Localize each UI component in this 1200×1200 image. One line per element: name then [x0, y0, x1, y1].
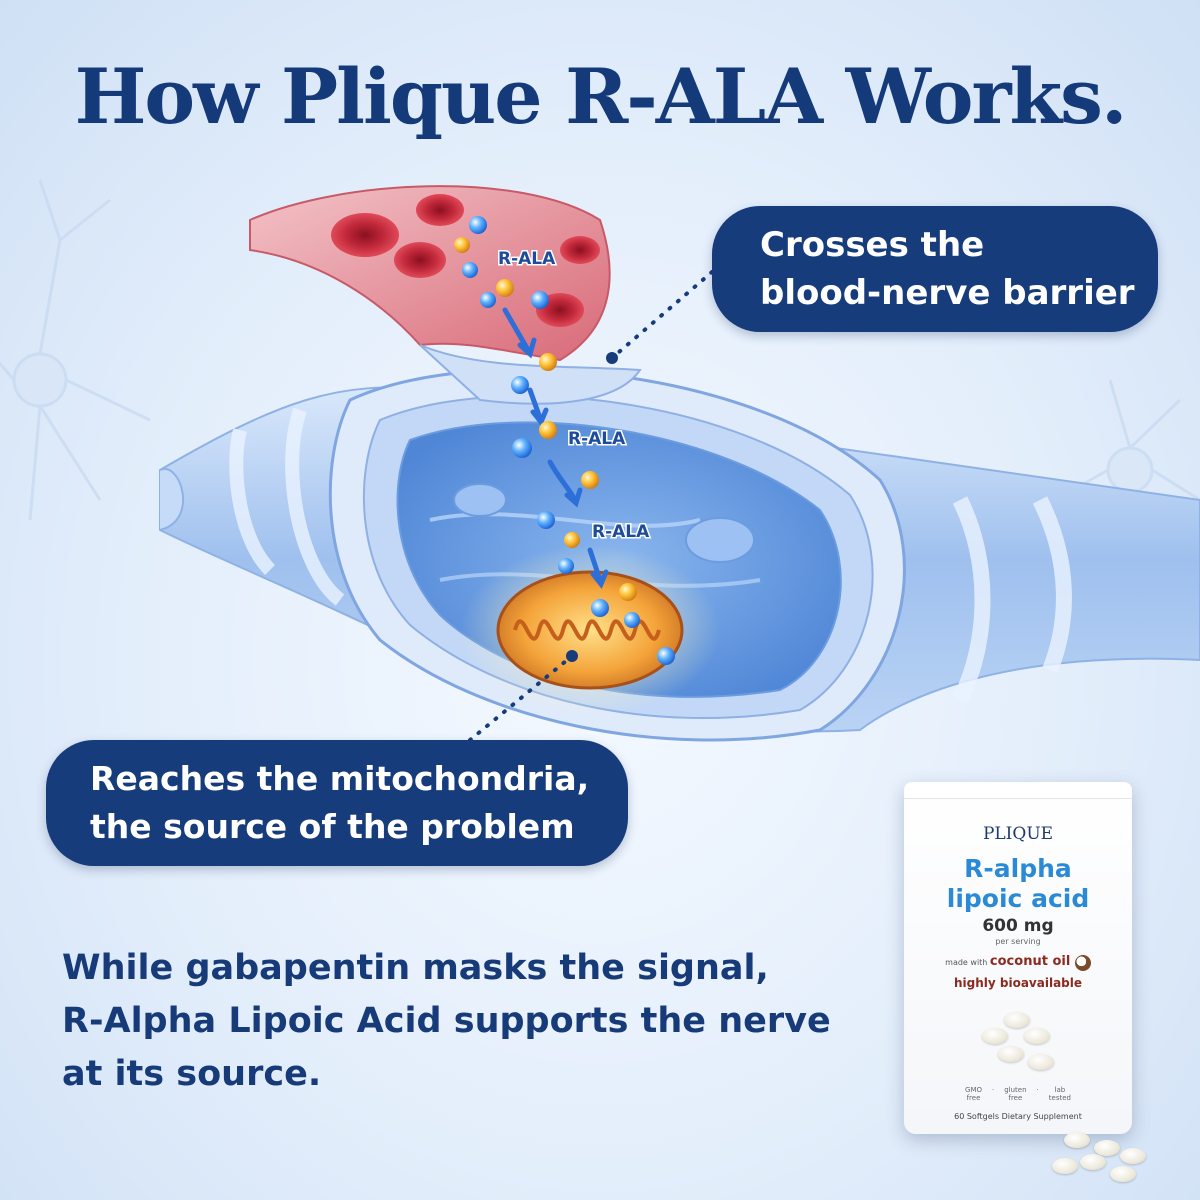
- badge-separator: ·: [992, 1086, 995, 1094]
- molecule-blue: [480, 292, 496, 308]
- pouch-seal: [904, 782, 1132, 799]
- coconut-icon: [1074, 954, 1091, 971]
- molecule-blue: [531, 291, 549, 309]
- product-dose: 600 mg: [982, 916, 1054, 936]
- summary-line: While gabapentin masks the signal,: [62, 948, 769, 988]
- mitochondrion: [460, 545, 720, 715]
- made-with-ingredient: coconut oil: [989, 954, 1071, 969]
- molecule-blue: [558, 558, 574, 574]
- molecule-gold: [496, 279, 514, 297]
- molecule-blue: [591, 599, 609, 617]
- product-name-line: lipoic acid: [946, 884, 1090, 913]
- molecule-blue: [624, 612, 640, 628]
- product-made-with: made with coconut oil: [904, 954, 1132, 971]
- product-pouch: PLIQUE R-alpha lipoic acid 600 mg per se…: [904, 782, 1132, 1134]
- page-title: How Plique R-ALA Works.: [74, 52, 1128, 141]
- callout-mitochondria: Reaches the mitochondria, the source of …: [46, 740, 628, 866]
- molecules: [454, 216, 675, 665]
- molecule-gold: [581, 471, 599, 489]
- molecule-blue: [512, 438, 532, 458]
- molecule-gold: [564, 532, 580, 548]
- loose-softgels-image: [1050, 1126, 1170, 1186]
- callout-line: Crosses the: [760, 225, 985, 265]
- molecule-label: R-ALA: [592, 522, 650, 542]
- product-brand: PLIQUE: [982, 824, 1054, 844]
- product-serving: per serving: [995, 937, 1041, 946]
- summary-text: While gabapentin masks the signal, R-Alp…: [62, 942, 902, 1101]
- molecule-gold: [619, 583, 637, 601]
- made-with-prefix: made with: [945, 958, 988, 967]
- callout-line: blood-nerve barrier: [760, 273, 1135, 313]
- background-neuron-left: [0, 179, 151, 521]
- summary-line: at its source.: [62, 1054, 322, 1094]
- product-bioavailability: highly bioavailable: [953, 976, 1083, 990]
- blood-vessel: [249, 185, 642, 405]
- molecule-label: R-ALA: [568, 429, 626, 449]
- callout-blood-nerve-barrier: Crosses the blood-nerve barrier: [712, 206, 1158, 332]
- product-name: R-alpha lipoic acid: [904, 854, 1132, 914]
- molecule-blue: [537, 511, 555, 529]
- callout-line: the source of the problem: [90, 807, 575, 846]
- molecule-path: [502, 307, 609, 589]
- product-name-line: R-alpha: [964, 854, 1072, 883]
- badge-separator: ·: [1036, 1086, 1039, 1094]
- molecule-blue: [462, 262, 478, 278]
- molecule-blue: [511, 376, 529, 394]
- summary-line: R-Alpha Lipoic Acid supports the nerve: [62, 1001, 831, 1041]
- leader-lines: [468, 270, 714, 742]
- molecule-gold: [454, 237, 470, 253]
- molecule-blue: [469, 216, 487, 234]
- molecule-label: R-ALA: [498, 249, 556, 269]
- molecule-gold: [539, 353, 557, 371]
- molecule-blue: [657, 647, 675, 665]
- product-footer: 60 Softgels Dietary Supplement: [954, 1112, 1082, 1121]
- softgels-image: [978, 1010, 1058, 1080]
- callout-line: Reaches the mitochondria,: [90, 759, 590, 798]
- molecule-gold: [539, 421, 557, 439]
